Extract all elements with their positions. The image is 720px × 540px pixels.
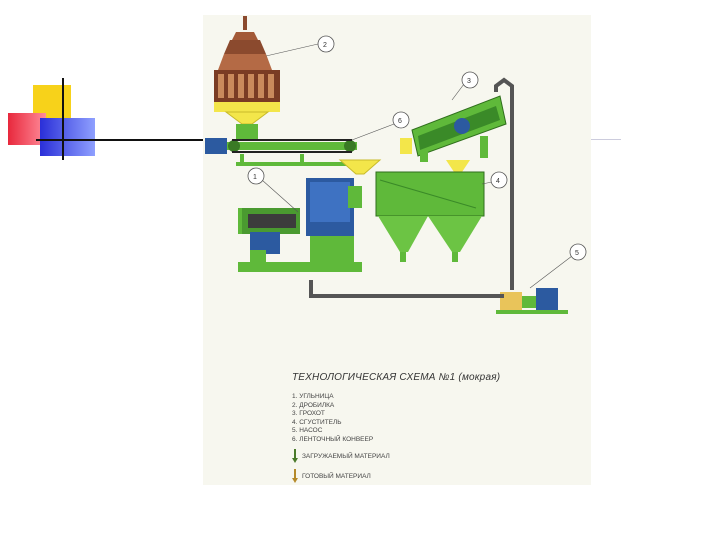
callout-label-1: 1 (253, 174, 257, 181)
decor-vertical-line (62, 78, 64, 160)
callout-label-5: 5 (575, 250, 579, 257)
finished-material-arrow-icon (292, 468, 298, 483)
crusher-machine (214, 16, 280, 140)
component-item: 5. НАСОС (292, 427, 323, 435)
loaded-material-arrow-icon (292, 448, 298, 463)
belt-conveyor (205, 138, 357, 166)
callout-label-2: 2 (323, 42, 327, 49)
slurry-pump (496, 288, 568, 314)
callout-2: 2 (265, 35, 335, 57)
component-item: 3. ГРОХОТ (292, 410, 325, 418)
loaded-material-row: ЗАГРУЖАЕМЫЙ МАТЕРИАЛ (292, 448, 572, 465)
decor-horizontal-line (36, 139, 206, 141)
vibrating-screen (400, 95, 507, 172)
component-item: 4. СГУСТИТЕЛЬ (292, 418, 342, 426)
callout-label-4: 4 (496, 178, 500, 185)
legend: ТЕХНОЛОГИЧЕСКАЯ СХЕМА №1 (мокрая) 1. УГЛ… (292, 372, 572, 485)
component-list: 1. УГЛЬНИЦА 2. ДРОБИЛКА 3. ГРОХОТ 4. СГУ… (292, 393, 572, 445)
callout-5: 5 (529, 243, 587, 289)
component-item: 6. ЛЕНТОЧНЫЙ КОНВЕЕР (292, 435, 374, 443)
callout-3: 3 (451, 71, 479, 101)
grinding-mill (238, 178, 362, 272)
callout-label-6: 6 (398, 118, 402, 125)
loaded-material-label: ЗАГРУЖАЕМЫЙ МАТЕРИАЛ (302, 452, 390, 460)
pipeline-bottom (309, 280, 504, 298)
finished-material-row: ГОТОВЫЙ МАТЕРИАЛ (292, 468, 572, 485)
callout-label-3: 3 (467, 78, 471, 85)
decor-horizontal-line-right (591, 139, 621, 140)
component-item: 1. УГЛЬНИЦА (292, 393, 334, 400)
thickener-tank (375, 171, 485, 262)
callout-6: 6 (351, 111, 410, 141)
pipeline-riser (494, 77, 514, 290)
component-item: 2. ДРОБИЛКА (292, 401, 335, 409)
callout-1: 1 (247, 167, 299, 213)
callout-4: 4 (481, 171, 508, 189)
decor-blue-square (40, 118, 95, 156)
diagram-title: ТЕХНОЛОГИЧЕСКАЯ СХЕМА №1 (мокрая) (292, 372, 501, 383)
finished-material-label: ГОТОВЫЙ МАТЕРИАЛ (302, 472, 371, 480)
feed-hopper (338, 159, 382, 175)
